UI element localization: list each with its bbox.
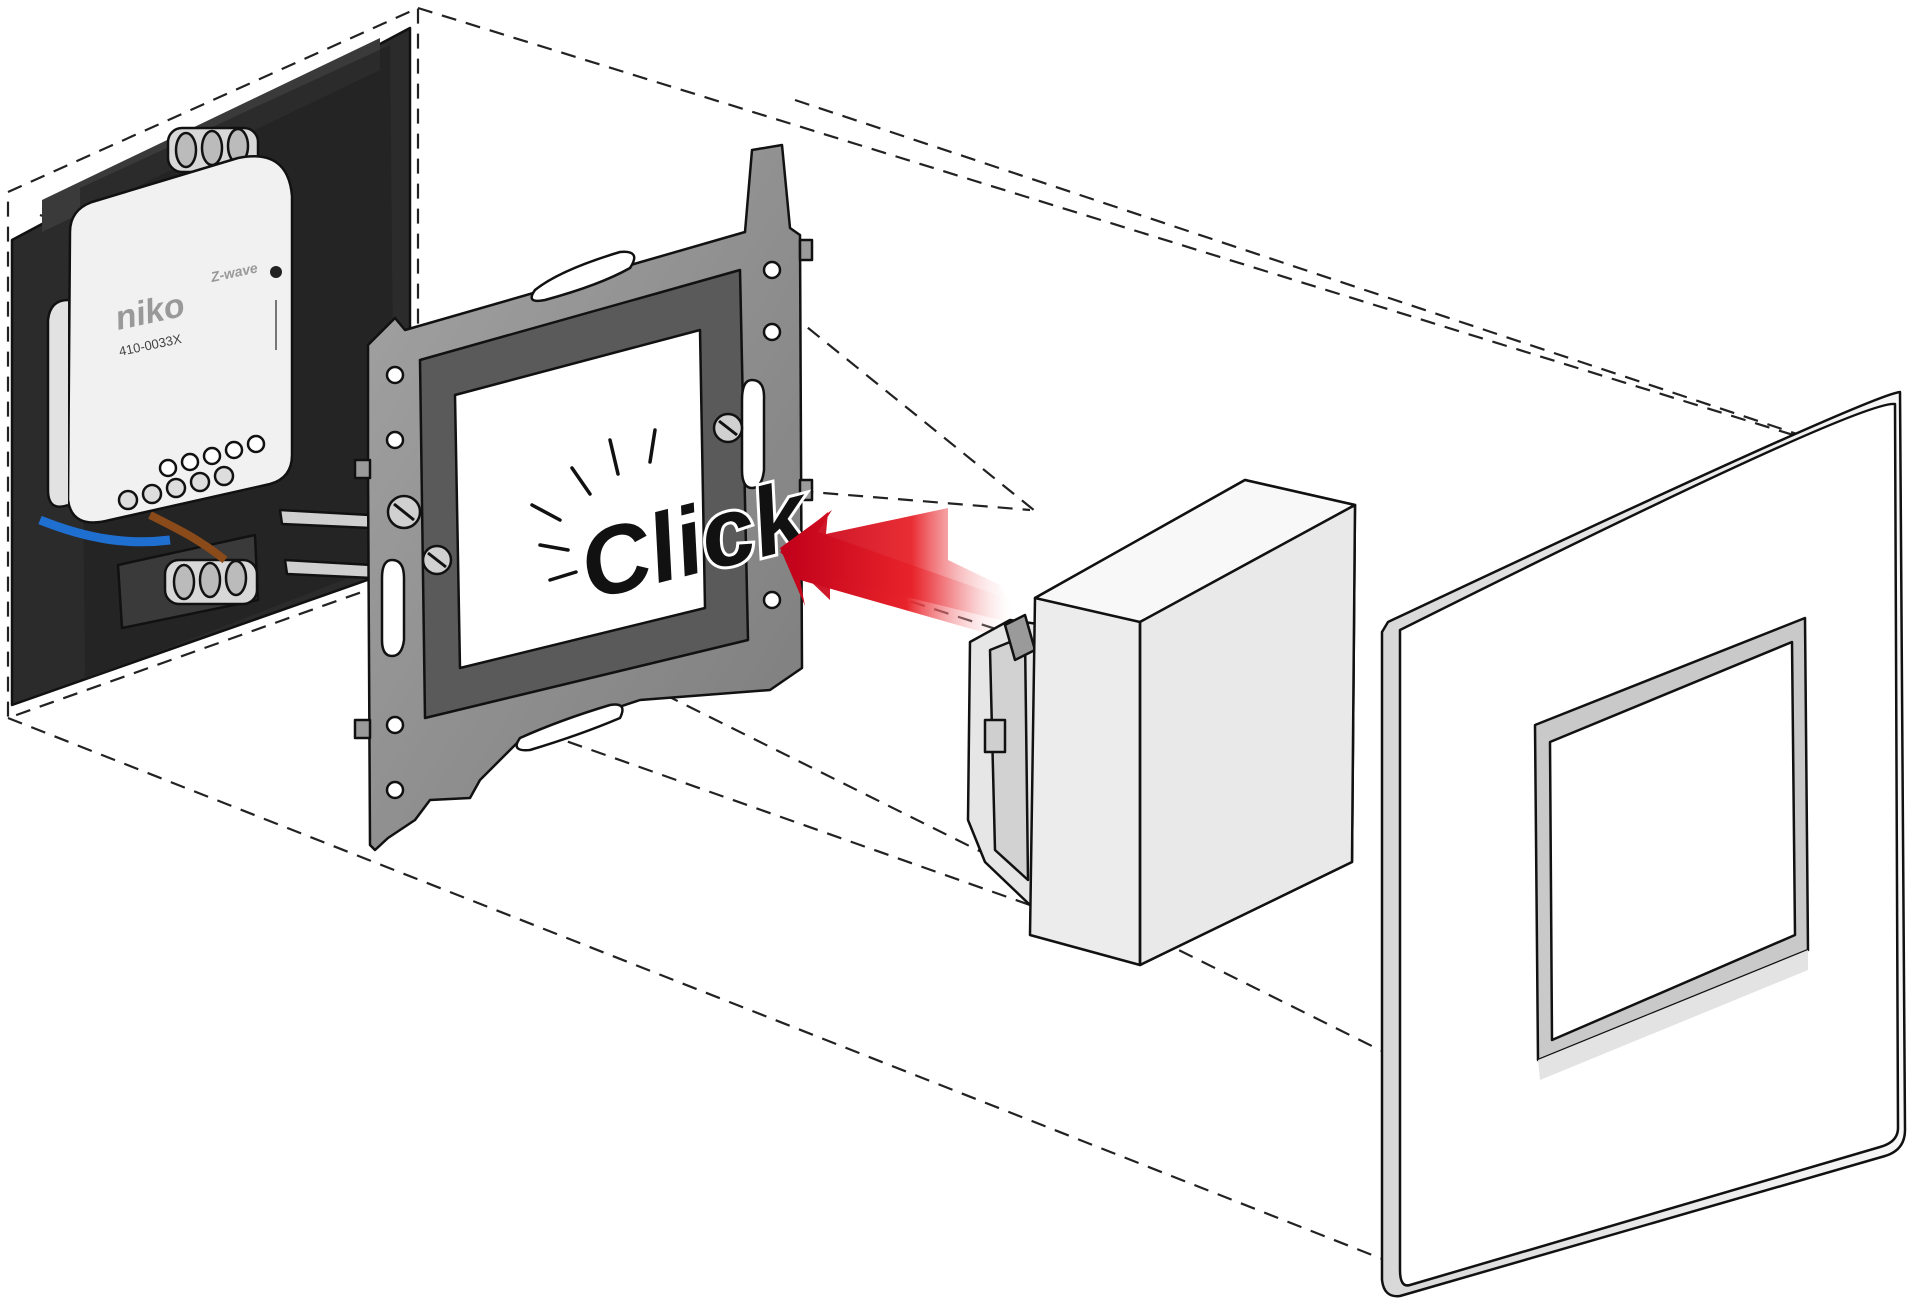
projection-line-top: [417, 6, 1891, 467]
projection-line-bottom: [7, 716, 1391, 1264]
module-terminals-bottom: [117, 465, 235, 511]
frame-slot-bottom: [515, 703, 624, 752]
frame-slot-left: [380, 558, 406, 658]
cover-plate: [1380, 390, 1907, 1298]
click-burst-lines: [530, 428, 657, 582]
frame-screws: [386, 412, 744, 576]
switch-clip-icon: [983, 718, 1007, 754]
projection-line-mid-b: [299, 448, 1031, 512]
projection-line-mid-c: [729, 264, 1041, 516]
switch-insert: [966, 478, 1357, 967]
module-body: [66, 155, 294, 524]
wire-brown: [148, 511, 228, 564]
insertion-arrow-main: [780, 508, 1020, 625]
niko-module: niko Z-wave 410-0033X: [46, 155, 294, 524]
module-led-icon: [270, 266, 282, 278]
frame-opening: [453, 328, 707, 670]
wire-blue: [38, 515, 171, 547]
frame-slot-right: [740, 378, 766, 490]
mounting-frame: [353, 143, 814, 852]
projection-line-upper: [794, 98, 1891, 467]
cover-plate-opening: [1548, 640, 1797, 1042]
module-terminals-top: [158, 434, 266, 478]
frame-slot-top: [530, 250, 636, 303]
